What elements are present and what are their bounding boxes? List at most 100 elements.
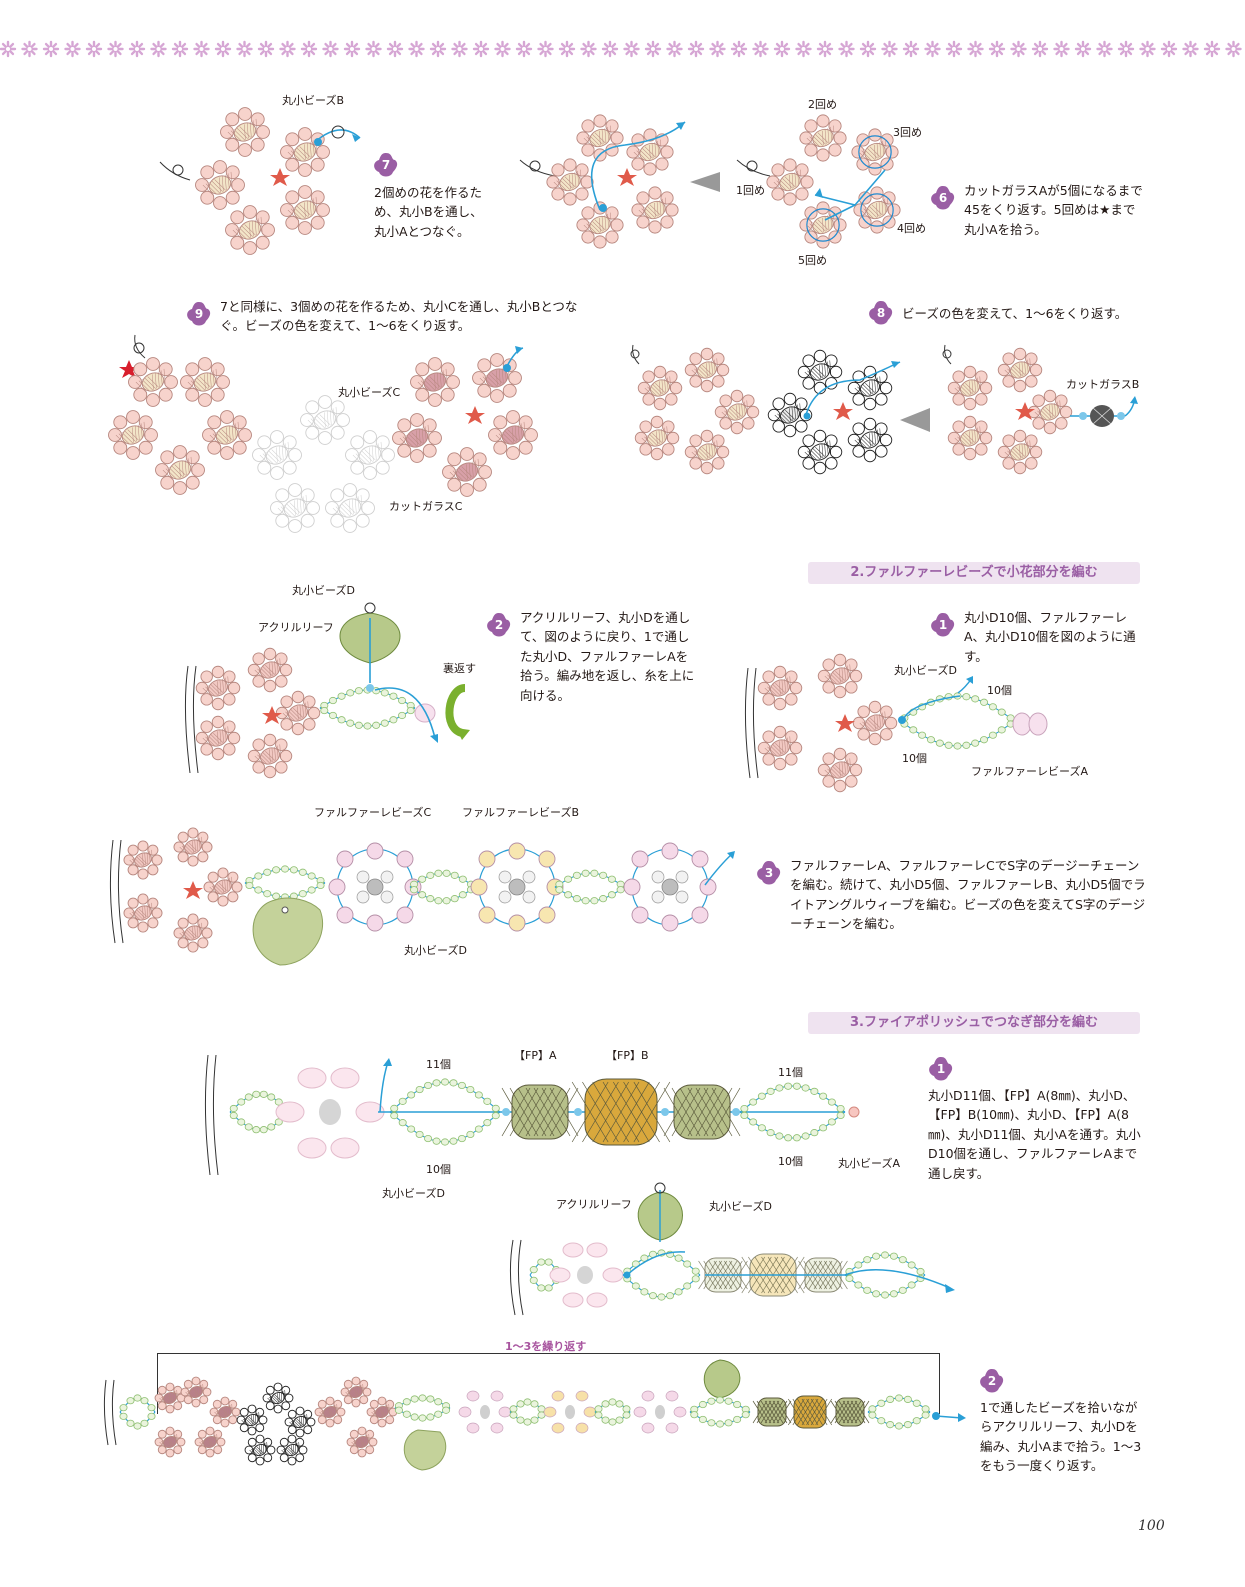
- repeat-bracket: [157, 1353, 940, 1414]
- label-cutglass-c: カットガラスC: [389, 500, 463, 513]
- flower-motif: [340, 1376, 372, 1408]
- border-flower-icon: [107, 40, 124, 58]
- flower-motif: [247, 733, 293, 779]
- diagram-section2-step2: [184, 602, 470, 779]
- border-flower-icon: [687, 40, 705, 58]
- seed-bead-loop: [622, 1249, 701, 1301]
- farfalle-mini: [543, 1390, 597, 1434]
- label-uragaesu: 裏返す: [443, 662, 476, 675]
- flower-motif: [947, 365, 993, 411]
- flower-motif: [155, 445, 205, 495]
- border-flower-icon: [1160, 40, 1178, 58]
- repeat-label: 1〜3を繰り返す: [505, 1340, 587, 1353]
- step-number-s2-3: 3: [756, 860, 782, 886]
- flower-motif: [195, 665, 241, 711]
- step-number-7: 7: [373, 152, 399, 178]
- flower-motif: [236, 1404, 268, 1436]
- flower-motif: [154, 1426, 186, 1458]
- flower-motif: [202, 410, 252, 460]
- border-flower-icon: [343, 40, 361, 58]
- step-s3-2-text: 1で通したビーズを拾いながらアクリルリーフ、丸小Dを編み、丸小Aまで拾う。1〜3…: [980, 1400, 1142, 1474]
- diagram-step-7: [159, 107, 361, 255]
- step-number-s3-2: 2: [979, 1368, 1005, 1394]
- flower-motif: [714, 389, 760, 435]
- border-flower-icon: [515, 40, 533, 58]
- border-flower-icon: [429, 40, 447, 58]
- section-header-3: 3.ファイアポリッシュでつなぎ部分を編む: [808, 1012, 1140, 1034]
- page-number: 100: [1138, 1518, 1165, 1534]
- flower-motif: [799, 201, 847, 249]
- svg-text:9: 9: [195, 307, 203, 321]
- seed-bead-loop: [899, 692, 1016, 750]
- border-flower-icon: [816, 40, 834, 58]
- diagram-step-6: [519, 114, 901, 249]
- diagram-section2-step3: [109, 827, 735, 966]
- seed-bead-loop: [844, 1251, 926, 1299]
- flower-motif: [128, 357, 178, 407]
- label-maruko-d-2: 丸小ビーズD: [894, 664, 957, 677]
- border-flower-icon: [902, 40, 920, 58]
- flower-motif: [797, 349, 843, 395]
- flower-motif: [997, 347, 1043, 393]
- fire-polish-bead: [501, 1084, 579, 1140]
- flower-motif: [766, 158, 814, 206]
- border-flower-icon: [795, 40, 812, 58]
- flower-motif: [817, 653, 863, 699]
- border-flower-icon: [1010, 40, 1027, 58]
- border-flower-icon: [945, 40, 963, 58]
- flower-motif: [631, 186, 679, 234]
- step-number-s3-1: 1: [928, 1056, 954, 1082]
- step-s2-1-text: 丸小D10個、ファルファーレA、丸小D10個を図のように通す。: [964, 610, 1136, 664]
- flower-motif: [757, 725, 803, 771]
- border-flower-icon: [1225, 40, 1242, 58]
- flower-motif: [799, 114, 847, 162]
- label-round-1: 1回め: [736, 184, 765, 197]
- diagram-section2-step1: [744, 653, 1048, 793]
- flower-motif: [757, 665, 803, 711]
- fire-polish-bead: [571, 1078, 671, 1146]
- step-number-9: 9: [186, 301, 212, 327]
- diagram-step-8: [630, 344, 1138, 475]
- label-count-11-left: 11個: [426, 1058, 451, 1071]
- flower-motif: [345, 430, 395, 480]
- flower-motif: [195, 160, 245, 210]
- border-flower-icon: [494, 40, 511, 58]
- label-count-11-right: 11個: [778, 1066, 803, 1079]
- border-flower-icon: [773, 40, 791, 58]
- seed-bead-loop: [389, 1078, 501, 1146]
- border-flower-icon: [1203, 40, 1221, 58]
- flower-motif: [280, 127, 330, 177]
- border-flower-icon: [408, 40, 425, 58]
- label-farfalle-a: ファルファーレビーズA: [971, 765, 1088, 778]
- flower-motif: [637, 365, 683, 411]
- border-flower-icon: [451, 40, 468, 58]
- flower-motif: [108, 410, 158, 460]
- flower-motif: [252, 430, 302, 480]
- label-acryl-leaf-1: アクリルリーフ: [258, 621, 334, 634]
- flower-motif: [634, 415, 680, 461]
- svg-text:8: 8: [877, 306, 885, 320]
- label-farfalle-c: ファルファーレビーズC: [314, 806, 432, 819]
- flower-motif: [194, 1426, 226, 1458]
- border-flower-icon: [924, 40, 941, 58]
- flower-motif: [209, 1396, 241, 1428]
- farfalle-daisy: [328, 842, 422, 932]
- seed-bead-loop: [394, 1394, 451, 1422]
- step-number-8: 8: [868, 300, 894, 326]
- seed-bead-loop: [739, 1082, 846, 1142]
- label-maruko-a: 丸小ビーズA: [838, 1157, 900, 1170]
- flower-motif: [300, 395, 350, 445]
- flower-motif: [817, 747, 863, 793]
- farfalle-mini: [633, 1390, 687, 1434]
- border-flower-icon: [279, 40, 296, 58]
- flower-motif: [270, 483, 320, 533]
- flower-motif: [684, 347, 730, 393]
- border-flower-icon: [644, 40, 662, 58]
- arrow-grey: [690, 172, 720, 192]
- farfalle-daisy: [623, 842, 717, 932]
- border-flower-icon: [128, 40, 146, 58]
- flower-motif: [284, 1406, 316, 1438]
- label-round-2: 2回め: [808, 98, 837, 111]
- flower-motif: [442, 447, 492, 497]
- flower-motif: [195, 715, 241, 761]
